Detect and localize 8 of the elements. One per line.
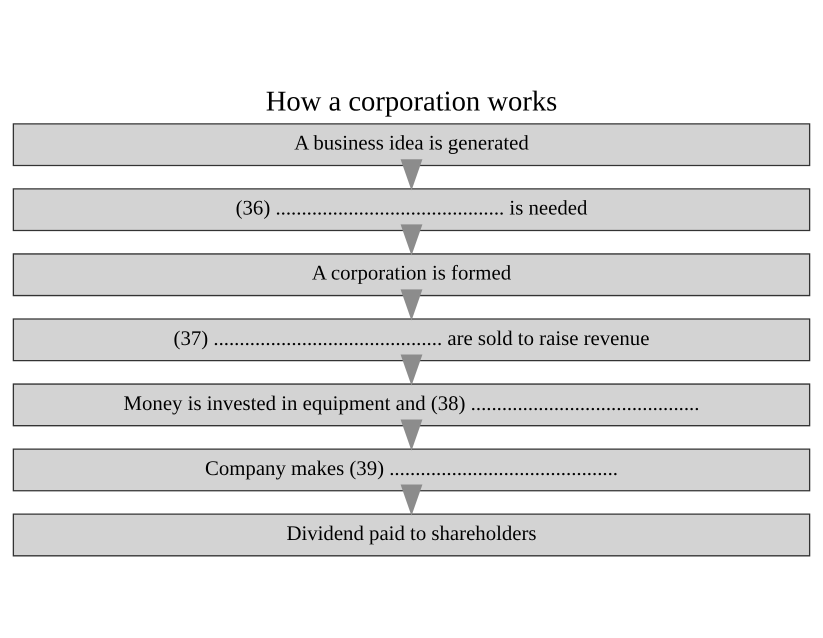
- node-box: Dividend paid to shareholders: [12, 514, 810, 556]
- arrow: [400, 420, 422, 451]
- arrow: [400, 159, 422, 191]
- arrow: [400, 354, 422, 386]
- arrow: [400, 224, 422, 256]
- diagram-title: How a corporation works: [266, 85, 558, 118]
- arrow: [400, 289, 422, 321]
- arrow: [400, 484, 422, 516]
